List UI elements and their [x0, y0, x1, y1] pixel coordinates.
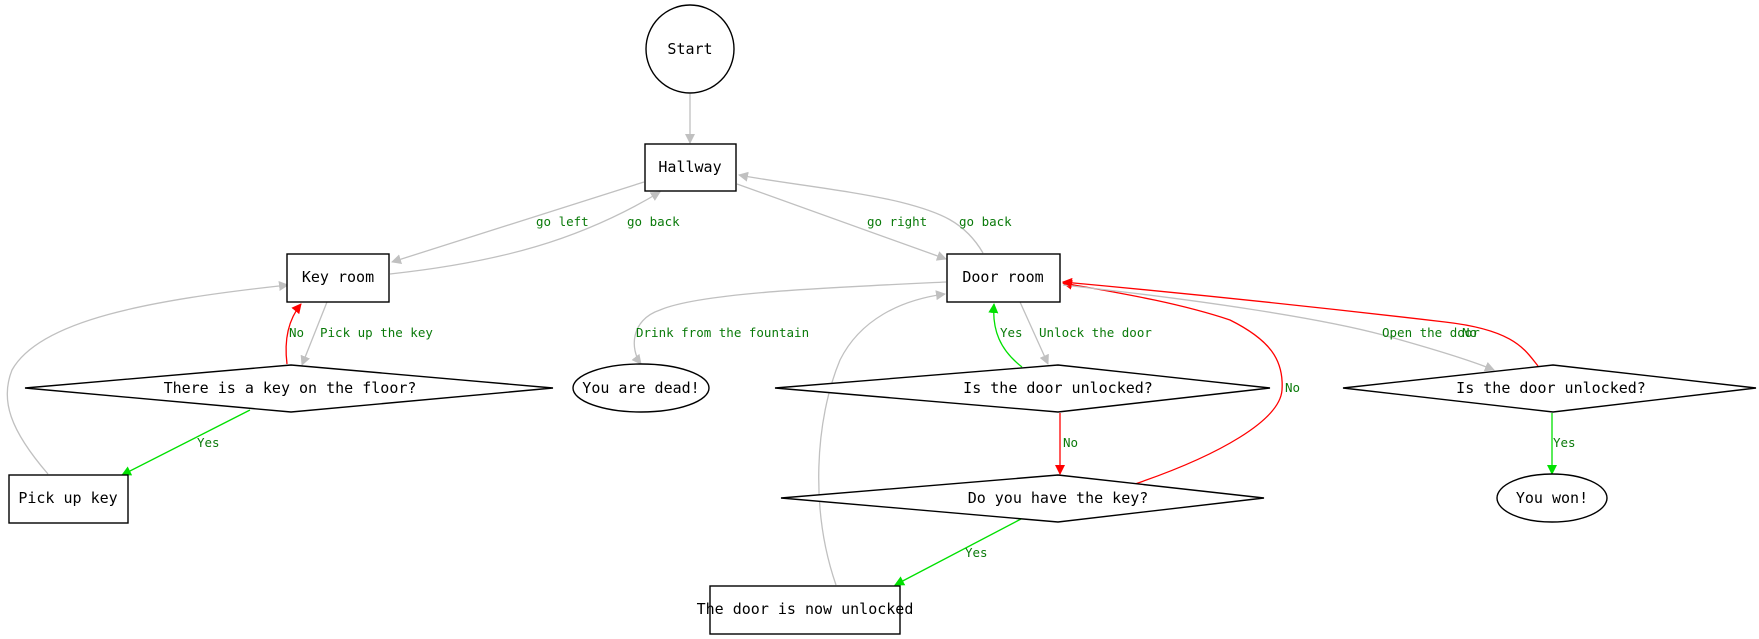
edge-havekey-doorunlocked-yes — [894, 518, 1022, 586]
edge-pickup-keyroom — [6, 281, 289, 475]
node-door-room-label: Door room — [962, 268, 1043, 286]
edge-label-go-back-left: go back — [627, 214, 680, 229]
edge-keyfloor-keyroom-no — [285, 303, 302, 365]
node-door-now-unlocked-shape — [709, 585, 901, 635]
node-have-key-shape — [780, 474, 1265, 523]
node-won-label: You won! — [1516, 489, 1588, 507]
node-hallway[interactable]: Hallway — [644, 143, 737, 192]
edge-doorunlocked-doorroom — [818, 290, 946, 586]
edge-label-no-keyfloor: No — [289, 325, 304, 340]
node-door-room-shape — [946, 253, 1061, 303]
node-start[interactable]: Start — [645, 4, 735, 94]
edge-doorroom-hallway — [738, 171, 984, 254]
edge-hallway-keyroom — [391, 181, 645, 265]
node-won[interactable]: You won! — [1496, 473, 1608, 523]
node-door-now-unlocked[interactable]: The door is now unlocked — [697, 585, 914, 635]
edge-label-drink: Drink from the fountain — [636, 325, 809, 340]
edge-label-yes-doorunlocked1: Yes — [1000, 325, 1023, 340]
node-start-shape — [645, 4, 735, 94]
edge-label-no-doorunlocked1: No — [1063, 435, 1078, 450]
node-door-unlocked-2-shape — [1342, 364, 1757, 413]
node-door-unlocked-1-label: Is the door unlocked? — [963, 379, 1153, 397]
node-door-now-unlocked-label: The door is now unlocked — [697, 600, 914, 618]
node-hallway-label: Hallway — [658, 158, 721, 176]
node-have-key-label: Do you have the key? — [968, 489, 1149, 507]
node-key-room-shape — [286, 253, 390, 303]
edge-hallway-doorroom — [736, 183, 947, 261]
node-key-room-label: Key room — [302, 268, 374, 286]
edge-label-yes-havekey: Yes — [965, 545, 988, 560]
edge-doorroom-dead — [631, 281, 947, 365]
nodes: Start Hallway Key room Door room There i… — [8, 4, 1757, 635]
edge-label-yes-doorunlocked2: Yes — [1553, 435, 1576, 450]
edge-havekey-doorroom-no — [1062, 279, 1283, 485]
node-door-room[interactable]: Door room — [946, 253, 1061, 303]
node-pick-up-key-shape — [8, 474, 129, 524]
node-door-unlocked-2[interactable]: Is the door unlocked? — [1342, 364, 1757, 413]
edge-doorunlocked2-doorroom-no — [1062, 277, 1539, 367]
node-dead[interactable]: You are dead! — [572, 363, 710, 413]
node-won-shape — [1496, 473, 1608, 523]
edge-label-pick-up-the-key: Pick up the key — [320, 325, 433, 340]
edge-keyroom-keyfloor — [300, 301, 328, 366]
edges: go left go back go right go back Pick up… — [6, 94, 1576, 586]
node-key-on-floor-shape — [24, 364, 554, 413]
node-start-label: Start — [667, 40, 712, 58]
edge-keyfloor-pickup-yes — [121, 409, 251, 476]
edge-doorroom-doorunlocked2 — [1062, 284, 1495, 372]
edge-label-no-havekey: No — [1285, 380, 1300, 395]
edge-label-go-back-right: go back — [959, 214, 1012, 229]
node-pick-up-key[interactable]: Pick up key — [8, 474, 129, 524]
edge-label-yes-keyfloor: Yes — [197, 435, 220, 450]
edge-doorunlocked1-doorroom-yes — [988, 303, 1023, 368]
node-key-on-floor[interactable]: There is a key on the floor? — [24, 364, 554, 413]
node-door-unlocked-1[interactable]: Is the door unlocked? — [774, 364, 1271, 413]
node-have-key[interactable]: Do you have the key? — [780, 474, 1265, 523]
node-pick-up-key-label: Pick up key — [18, 489, 117, 507]
node-dead-shape — [572, 363, 710, 413]
node-key-on-floor-label: There is a key on the floor? — [164, 379, 417, 397]
edge-label-no-doorunlocked2: No — [1462, 325, 1477, 340]
node-door-unlocked-1-shape — [774, 364, 1271, 413]
edge-label-go-right: go right — [867, 214, 927, 229]
node-hallway-shape — [644, 143, 737, 192]
edge-keyroom-hallway — [389, 191, 661, 275]
node-door-unlocked-2-label: Is the door unlocked? — [1456, 379, 1646, 397]
edge-doorroom-doorunlocked1 — [1019, 301, 1049, 365]
node-key-room[interactable]: Key room — [286, 253, 390, 303]
edge-label-unlock-the-door: Unlock the door — [1039, 325, 1152, 340]
edge-label-open-the-door: Open the door — [1382, 325, 1480, 340]
node-dead-label: You are dead! — [582, 379, 699, 397]
edge-label-go-left: go left — [536, 214, 589, 229]
